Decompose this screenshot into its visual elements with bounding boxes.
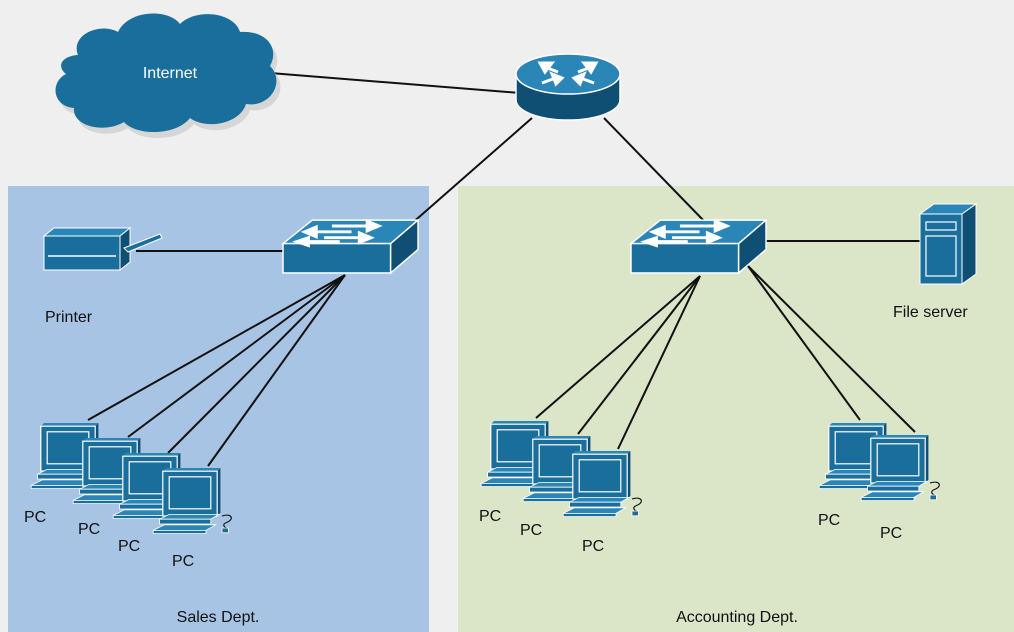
pc-label: PC [78,521,100,538]
accounting-dept-label: Accounting Dept. [676,609,798,626]
sales-dept-label: Sales Dept. [177,609,260,626]
printer-icon [42,226,163,272]
server-icon [918,203,978,285]
sales-switch-icon [281,218,420,275]
file-server-label: File server [893,304,968,321]
network-links [87,72,920,467]
accounting-switch-icon [629,218,768,275]
pc-label: PC [520,522,542,539]
pc-label: PC [582,538,604,555]
cloud-icon [55,13,281,139]
router-icon [515,53,621,121]
pc-label: PC [880,525,902,542]
internet-label: Internet [143,65,198,82]
pc-label: PC [479,508,501,525]
pc-label: PC [118,538,140,555]
pc-label: PC [24,509,46,526]
pc-label: PC [818,512,840,529]
pc-label: PC [172,553,194,570]
printer-label: Printer [45,309,93,326]
